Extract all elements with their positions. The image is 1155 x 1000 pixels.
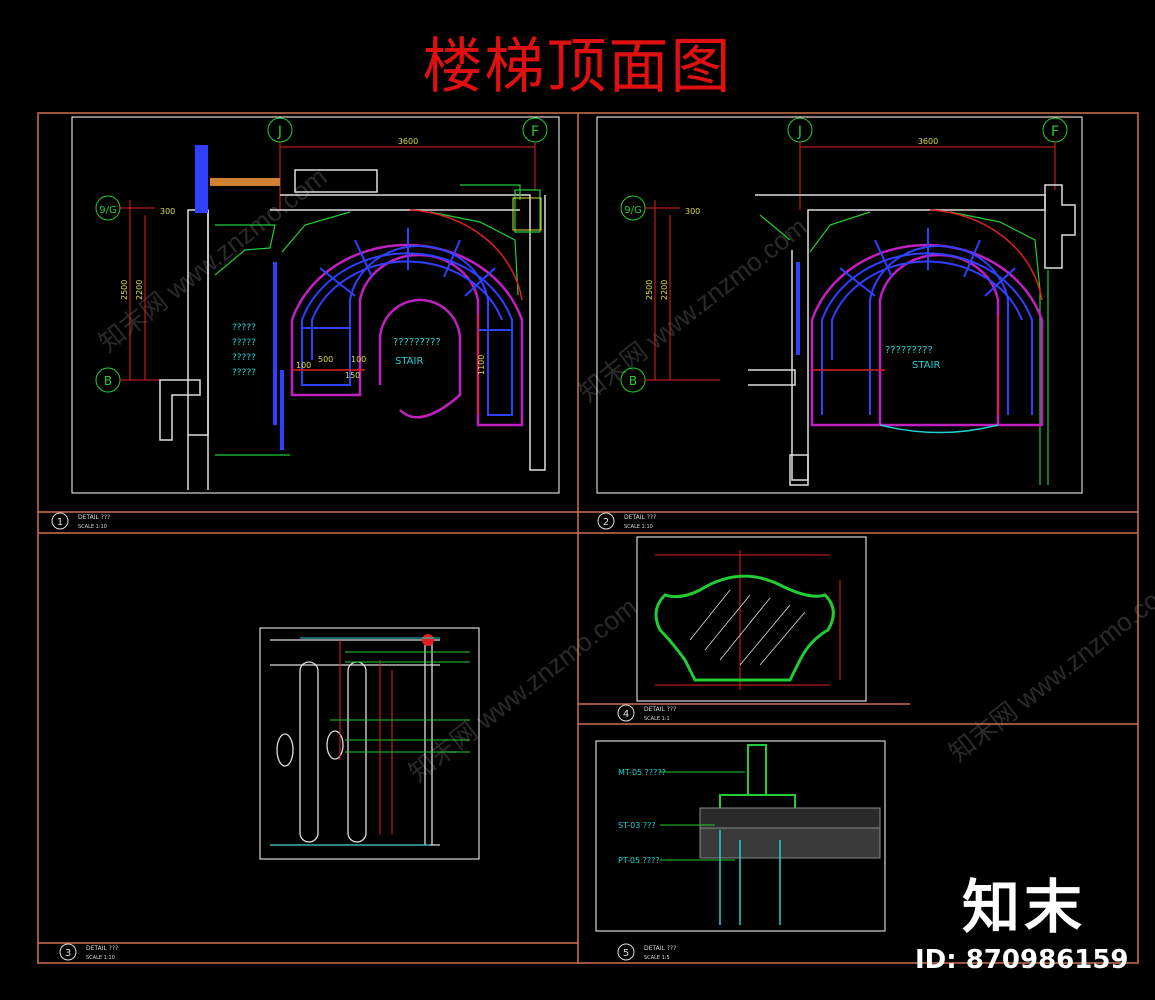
drawing-annotation: 100 bbox=[296, 361, 311, 370]
stair-note: ????????? bbox=[393, 337, 441, 348]
drawing-annotation: DETAIL ??? bbox=[624, 514, 656, 521]
detail-5-floor-section: MT-05 ????? ST-03 ??? PT-05 ???? bbox=[618, 744, 881, 925]
plan-1: J F 9/G B 3600 300 2500 2200 bbox=[95, 117, 548, 490]
drawing-annotation: DETAIL ??? bbox=[644, 945, 676, 952]
drawing-annotation: 500 bbox=[318, 355, 333, 364]
drawing-annotation: STAIR bbox=[912, 360, 940, 371]
drawing-annotation: 3 bbox=[65, 948, 71, 959]
dim-d2: 2500 bbox=[120, 280, 129, 300]
drawing-annotation: DETAIL ??? bbox=[86, 945, 118, 952]
drawing-annotation: DETAIL ??? bbox=[78, 514, 110, 521]
drawing-annotation: F bbox=[1051, 124, 1059, 140]
detail-4-handrail-section bbox=[654, 550, 841, 690]
drawing-annotation: SCALE 1:10 bbox=[86, 955, 115, 961]
detail-title-4: 4 DETAIL ??? SCALE 1:1 bbox=[617, 704, 676, 722]
drawing-annotation: 2 bbox=[603, 517, 609, 528]
drawing-annotation: 9/G bbox=[624, 205, 641, 216]
detail-3-railing bbox=[270, 634, 470, 846]
detail-title-3: 3 DETAIL ??? SCALE 1:10 bbox=[59, 943, 118, 961]
drawing-annotation: 5 bbox=[623, 948, 629, 959]
drawing-title: 楼梯顶面图 bbox=[422, 32, 733, 102]
plan-2: J F 9/G B 3600 300 2500 2200 bbox=[620, 117, 1076, 486]
dim-top: 3600 bbox=[398, 137, 418, 146]
drawing-annotation: 1100 bbox=[477, 355, 486, 375]
drawing-annotation: 2200 bbox=[660, 280, 669, 300]
drawing-annotation: ????? bbox=[232, 368, 256, 378]
stair-label: STAIR bbox=[395, 356, 423, 367]
drawing-annotation: 3600 bbox=[918, 137, 938, 146]
drawing-annotation: 4 bbox=[623, 709, 629, 720]
drawing-annotation: J bbox=[797, 124, 802, 140]
grid-label-f: F bbox=[531, 124, 539, 140]
sheet-frame bbox=[37, 112, 1139, 964]
drawing-annotation: 1 bbox=[57, 517, 63, 528]
label-pt: PT-05 ???? bbox=[618, 856, 660, 865]
drawing-annotation: 300 bbox=[685, 207, 700, 216]
drawing-annotation: ????????? bbox=[885, 345, 933, 356]
drawing-annotation: B bbox=[629, 374, 637, 388]
drawing-annotation: ????? bbox=[232, 353, 256, 363]
drawing-annotation: SCALE 1:5 bbox=[644, 955, 670, 961]
label-st: ST-03 ??? bbox=[618, 821, 656, 830]
grid-label-g: 9/G bbox=[99, 205, 116, 216]
brand-logo: 知末 bbox=[962, 873, 1087, 941]
drawing-annotation: ????? bbox=[232, 338, 256, 348]
detail-title-5: 5 DETAIL ??? SCALE 1:5 bbox=[617, 943, 676, 961]
drawing-annotation: 150 bbox=[345, 371, 360, 380]
grid-label-j: J bbox=[277, 124, 282, 140]
drawing-annotation: 100 bbox=[351, 355, 366, 364]
label-mt: MT-05 ????? bbox=[618, 768, 666, 777]
detail-titles: 1 DETAIL ??? SCALE 1:10 2 DETAIL ??? SCA… bbox=[51, 512, 676, 961]
drawing-annotation: 2500 bbox=[645, 280, 654, 300]
drawing-annotation: SCALE 1:1 bbox=[644, 716, 670, 722]
detail-title-2: 2 DETAIL ??? SCALE 1:10 bbox=[597, 512, 656, 530]
grid-label-b: B bbox=[104, 374, 112, 388]
drawing-annotation: SCALE 1:10 bbox=[78, 524, 107, 530]
side-note: ????? bbox=[232, 323, 256, 333]
image-id: ID: 870986159 bbox=[915, 945, 1129, 975]
dim-d3: 2200 bbox=[135, 280, 144, 300]
drawing-annotation: SCALE 1:10 bbox=[624, 524, 653, 530]
drawing-annotation: DETAIL ??? bbox=[644, 706, 676, 713]
detail-title-1: 1 DETAIL ??? SCALE 1:10 bbox=[51, 512, 110, 530]
dim-d1: 300 bbox=[160, 207, 175, 216]
